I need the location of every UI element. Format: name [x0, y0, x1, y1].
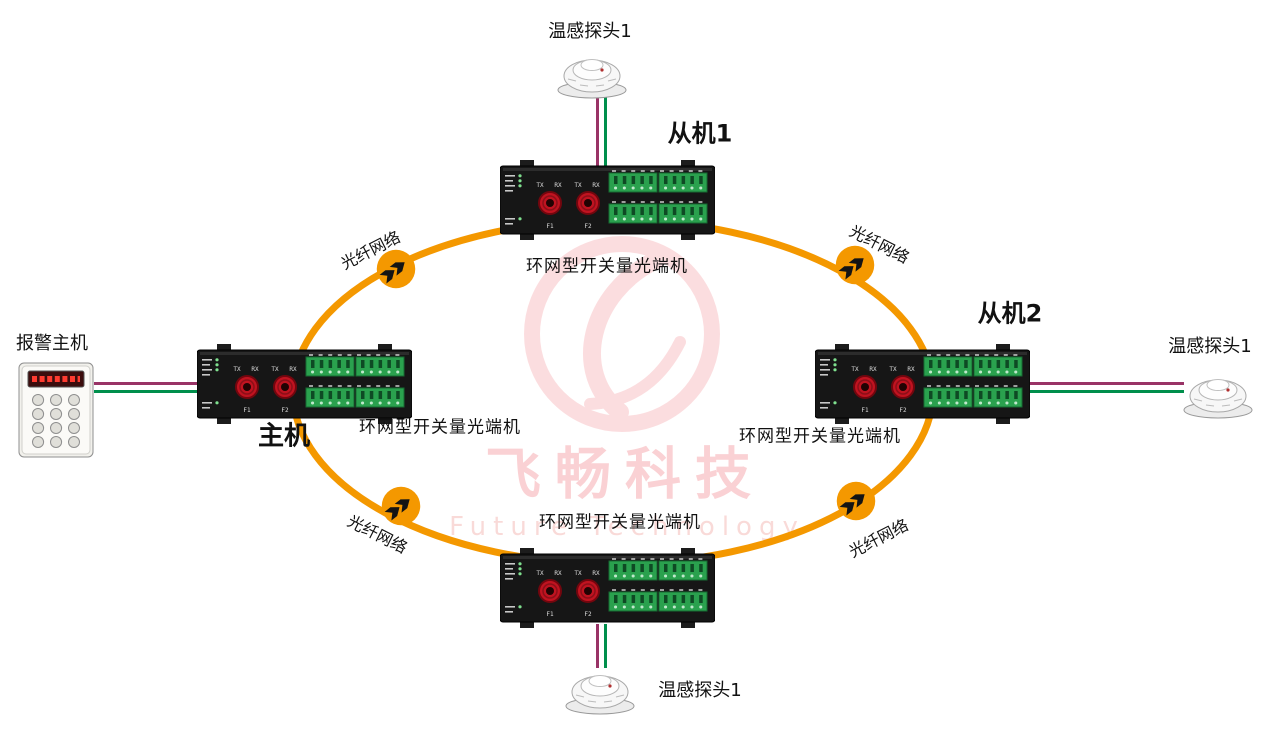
device-caption-top: 环网型开关量光端机 — [526, 256, 688, 277]
slave1-title: 从机1 — [667, 119, 733, 148]
fiber-node-bottom-left — [379, 484, 423, 528]
fiber-node-bottom-right — [834, 479, 878, 523]
sensor-top-label: 温感探头1 — [548, 21, 632, 42]
device-bottom — [500, 548, 715, 628]
sensor-right-label: 温感探头1 — [1168, 336, 1252, 357]
smoke-detector-top — [554, 46, 630, 100]
device-caption-bottom: 环网型开关量光端机 — [539, 512, 701, 533]
watermark-logo — [524, 236, 720, 432]
smoke-detector-right — [1180, 366, 1256, 420]
watermark-subtitle-text: Future Technology — [449, 512, 805, 542]
master-title: 主机 — [257, 421, 311, 452]
alarm-keypad — [18, 362, 94, 458]
alarm-host-label: 报警主机 — [16, 333, 88, 354]
sensor-bottom-label: 温感探头1 — [658, 680, 742, 701]
device-slave2 — [815, 344, 1030, 424]
device-slave1 — [500, 160, 715, 240]
device-caption-left: 环网型开关量光端机 — [359, 417, 521, 438]
device-caption-right: 环网型开关量光端机 — [739, 426, 901, 447]
watermark-brand-text: 飞畅科技 — [485, 442, 765, 508]
slave2-title: 从机2 — [977, 299, 1043, 328]
smoke-detector-bottom — [562, 662, 638, 716]
